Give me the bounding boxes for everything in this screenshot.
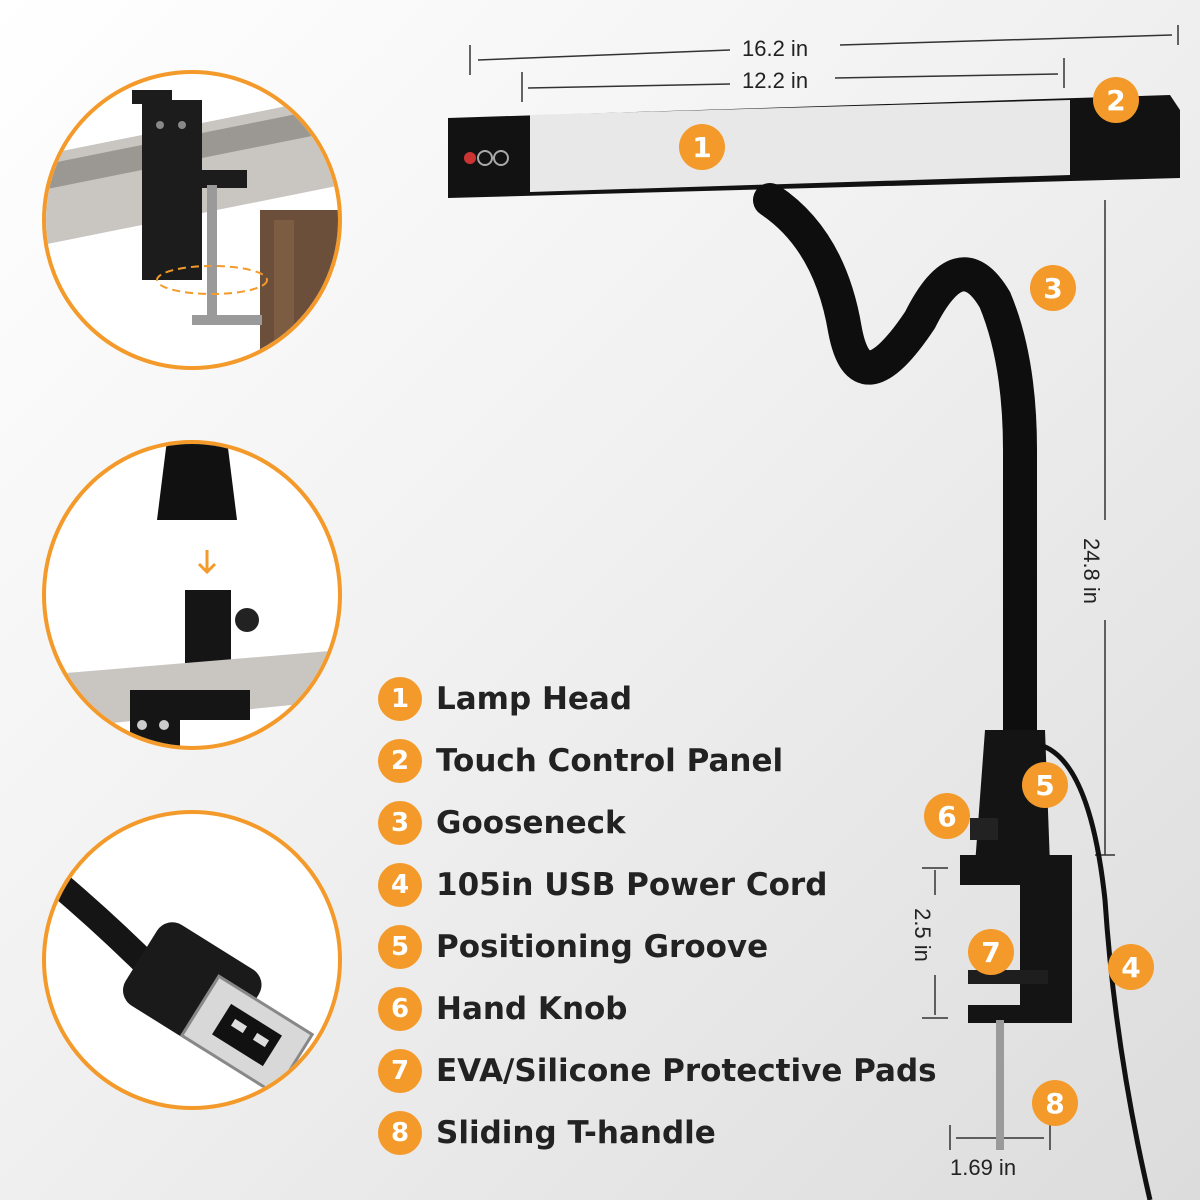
callout-7: 7 [968,929,1014,975]
legend-item: 1 Lamp Head [378,668,998,730]
legend-label: Hand Knob [436,991,628,1027]
legend-label: EVA/Silicone Protective Pads [436,1053,937,1089]
legend-label: Gooseneck [436,805,626,841]
callout-2: 2 [1093,77,1139,123]
legend-item: 2 Touch Control Panel [378,730,998,792]
legend-number: 7 [378,1049,422,1093]
legend-item: 7 EVA/Silicone Protective Pads [378,1040,998,1102]
legend-number: 2 [378,739,422,783]
clamp-mount-icon [46,444,338,746]
usb-detail-circle [42,810,342,1110]
legend-item: 3 Gooseneck [378,792,998,854]
callout-1: 1 [679,124,725,170]
height-label: 24.8 in [1079,537,1105,605]
legend-number: 8 [378,1111,422,1155]
legend-number: 4 [378,863,422,907]
legend-item: 6 Hand Knob [378,978,998,1040]
legend-number: 6 [378,987,422,1031]
panel-width-label: 12.2 in [742,68,809,93]
legend-number: 3 [378,801,422,845]
legend-item: 8 Sliding T-handle [378,1102,998,1164]
legend-number: 1 [378,677,422,721]
callout-8: 8 [1032,1080,1078,1126]
legend-label: Sliding T-handle [436,1115,716,1151]
legend-label: Touch Control Panel [436,743,784,779]
usb-plug-icon [46,857,315,1096]
legend-item: 5 Positioning Groove [378,916,998,978]
legend-label: 105in USB Power Cord [436,867,828,903]
callout-5: 5 [1022,762,1068,808]
legend-number: 5 [378,925,422,969]
callout-4: 4 [1108,944,1154,990]
legend-label: Lamp Head [436,681,633,717]
legend-item: 4 105in USB Power Cord [378,854,998,916]
feature-legend: 1 Lamp Head 2 Touch Control Panel 3 Goos… [378,668,998,1164]
overall-width-label: 16.2 in [742,36,809,61]
callout-6: 6 [924,793,970,839]
clamp-detail-circle [42,70,342,370]
handle-width-label: 1.69 in [950,1155,1017,1180]
desk-clamp-icon [46,90,338,366]
mount-detail-circle [42,440,342,750]
callout-3: 3 [1030,265,1076,311]
legend-label: Positioning Groove [436,929,769,965]
